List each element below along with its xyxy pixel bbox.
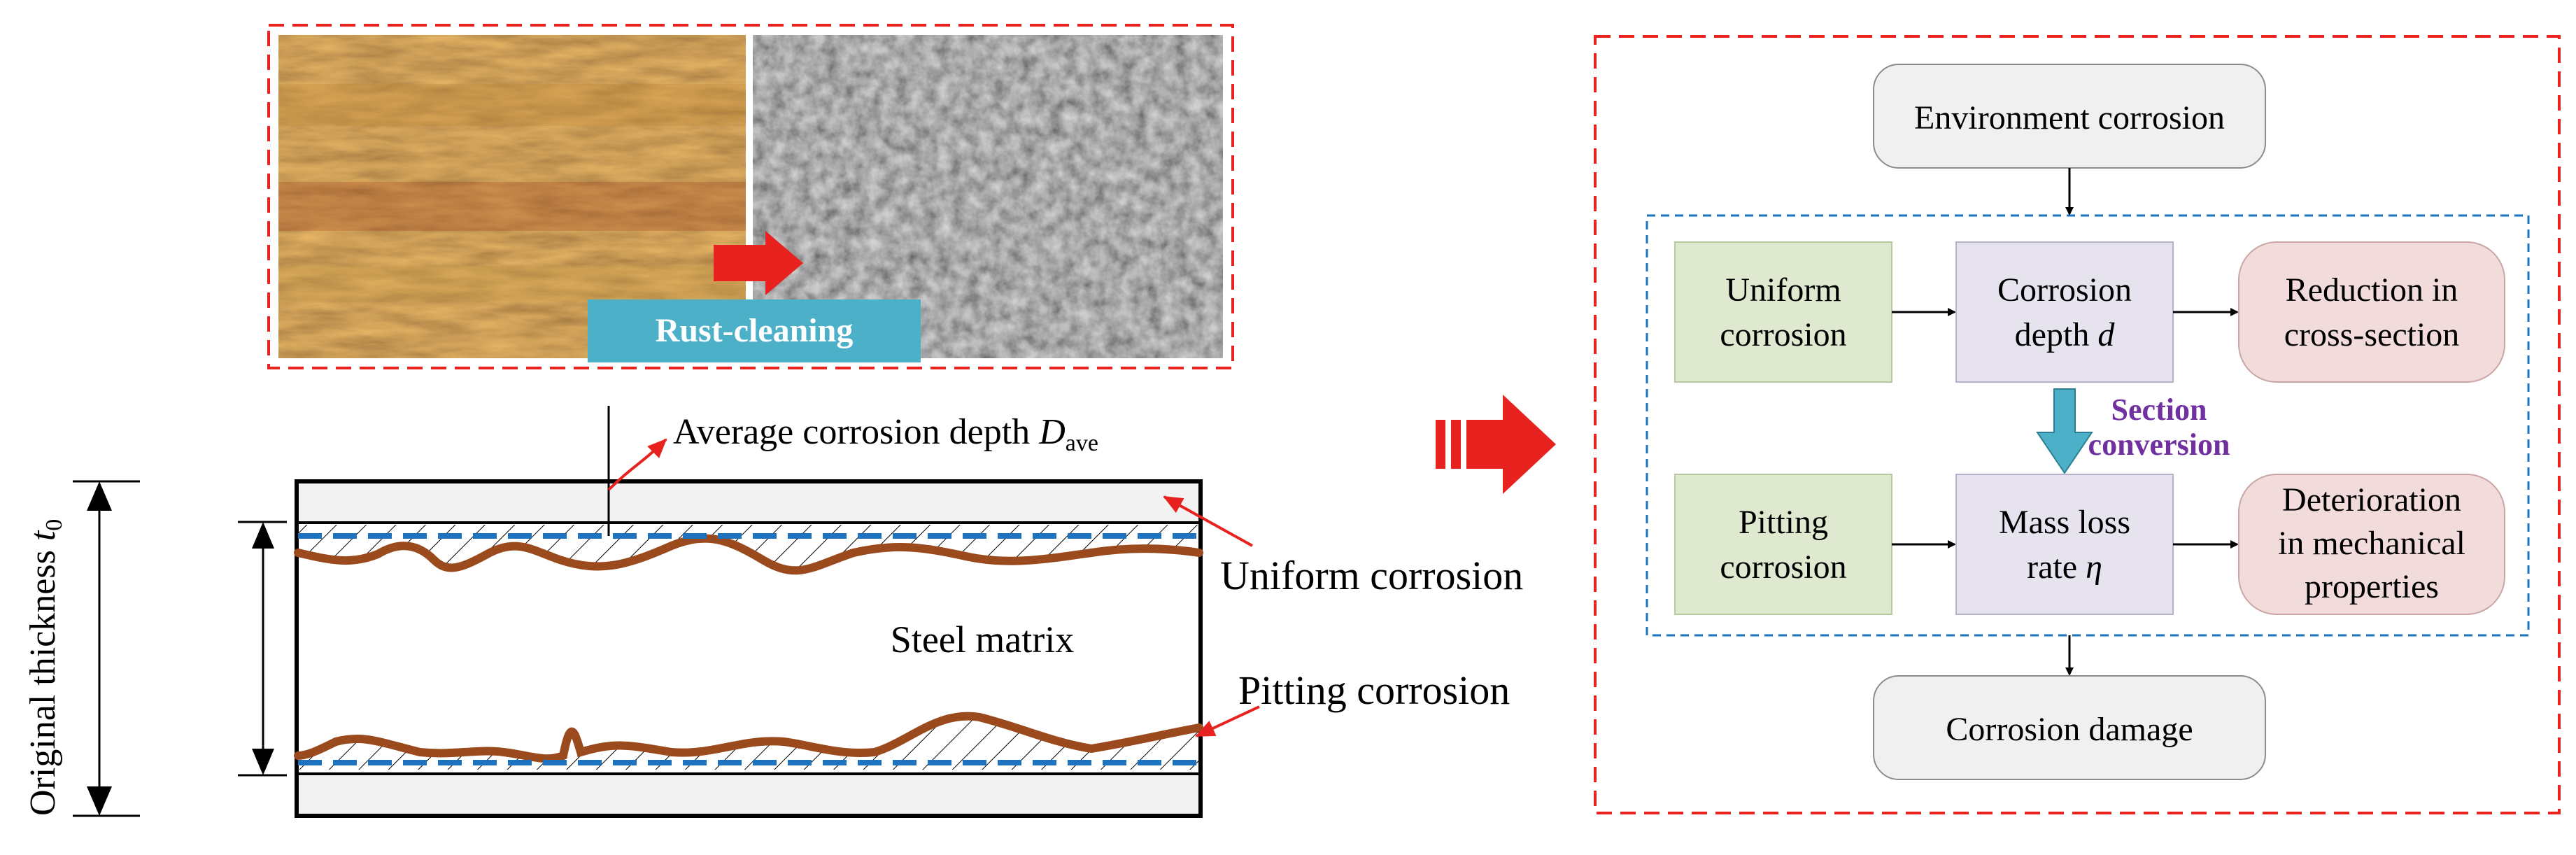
pitting-corrosion-text-1: Pitting [1739, 504, 1828, 541]
mass-loss-text-2: rate η [2027, 549, 2102, 586]
uniform-corrosion-text-1: Uniform [1725, 271, 1841, 309]
average-depth-text: Average corrosion depth [673, 412, 1039, 452]
red-arrow-icon [714, 231, 803, 295]
corrosion-depth-text-2: depth d [2015, 316, 2116, 353]
average-depth-label: Average corrosion depth Dave [673, 412, 1098, 456]
pitting-corrosion-label: Pitting corrosion [1238, 667, 1510, 713]
flowchart-border [1594, 35, 2561, 814]
original-thickness-label: Original thickness t0 [23, 519, 67, 816]
photo-panel: Rust-cleaning [267, 24, 1234, 369]
corrosion-depth-box [1955, 241, 2174, 383]
reduction-box [2238, 241, 2505, 383]
uniform-corrosion-box [1674, 241, 1892, 383]
corrosion-depth-word: depth [2015, 316, 2098, 353]
average-depth-arrow [607, 438, 667, 491]
corrosion-damage-label: Corrosion damage [1946, 711, 2193, 748]
rust-cleaning-label-box [588, 299, 921, 362]
reduction-text-1: Reduction in [2286, 271, 2458, 309]
uniform-corrosion-text-2: corrosion [1720, 316, 1846, 353]
steel-matrix-label: Steel matrix [891, 619, 1074, 660]
flowchart-inner-group [1646, 214, 2530, 637]
uniform-corrosion-label: Uniform corrosion [1220, 553, 1523, 598]
mass-loss-symbol: η [2086, 549, 2102, 586]
transition-arrow-icon [1436, 395, 1556, 494]
pitting-corrosion-text-2: corrosion [1720, 549, 1846, 586]
flowchart-panel: Environment corrosion Uniform corrosion … [1594, 35, 2561, 814]
rust-cleaning-label: Rust-cleaning [656, 312, 854, 349]
corrosion-depth-text-1: Corrosion [1997, 271, 2132, 309]
original-thickness-symbol: t [23, 530, 63, 541]
environment-corrosion-label: Environment corrosion [1914, 99, 2225, 136]
cross-section-diagram: Steel matrix Average corrosion depth Dav… [23, 406, 1523, 818]
mass-loss-word: rate [2027, 549, 2086, 586]
section-conversion-text-2: conversion [2088, 428, 2230, 462]
top-corroded-layer [299, 483, 1198, 523]
deterioration-text-1: Deterioration [2282, 481, 2461, 518]
mass-loss-text-1: Mass loss [1999, 504, 2130, 541]
average-depth-subscript: ave [1066, 430, 1098, 456]
deterioration-text-2: in mechanical [2278, 525, 2465, 562]
deterioration-text-3: properties [2305, 568, 2439, 605]
section-conversion-text-1: Section [2111, 393, 2207, 427]
deterioration-box [2238, 474, 2505, 615]
pitting-corrosion-pointer [1195, 705, 1260, 737]
rusted-steel-photo [278, 35, 746, 358]
original-thickness-text: Original thickness [23, 541, 63, 816]
reduction-text-2: cross-section [2284, 316, 2460, 353]
bottom-rust-profile [294, 712, 1203, 763]
top-rust-profile [294, 534, 1203, 575]
corrosion-damage-box [1873, 675, 2266, 780]
pitting-corrosion-box [1674, 474, 1892, 615]
section-conversion-arrow-icon [2036, 388, 2093, 474]
uniform-corrosion-pointer [1163, 495, 1253, 547]
average-depth-symbol: D [1038, 412, 1066, 452]
photo-panel-border [267, 24, 1234, 369]
mass-loss-box [1955, 474, 2174, 615]
bottom-corroded-layer [299, 774, 1198, 814]
corrosion-depth-symbol: d [2097, 316, 2115, 353]
original-thickness-subscript: 0 [41, 519, 67, 531]
